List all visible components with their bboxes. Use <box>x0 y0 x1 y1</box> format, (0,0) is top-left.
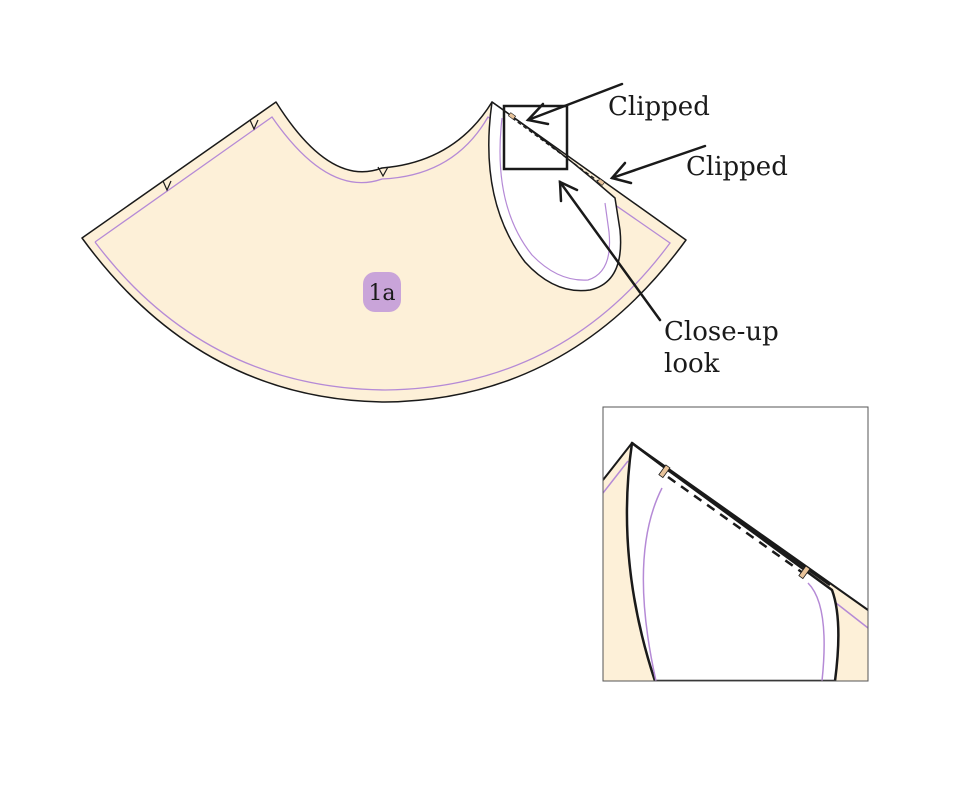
arrow-closeup <box>558 179 662 322</box>
arrow-clipped-top <box>525 82 624 126</box>
pocket-seam-line <box>499 117 611 281</box>
piece-badge <box>363 272 401 312</box>
closeup-inset <box>602 406 869 682</box>
clip-mark <box>507 112 517 120</box>
notch-mark <box>162 180 172 192</box>
piece-badge-label: 1a <box>368 281 395 306</box>
closeup-indicator-box <box>502 104 569 171</box>
closeup-clip-mark <box>798 565 811 580</box>
seam-allowance-line <box>94 116 671 391</box>
closeup-fold-line-dashed <box>667 475 804 575</box>
clip-mark <box>596 178 606 186</box>
label-closeup-line2: look <box>664 349 720 379</box>
closeup-seam-line <box>835 602 868 629</box>
closeup-clip-mark <box>658 464 671 479</box>
closeup-inset-frame <box>602 406 869 682</box>
closeup-pocket-seam <box>807 582 825 681</box>
label-closeup-line1: Close-up <box>664 317 779 347</box>
notch-mark <box>377 166 389 178</box>
label-clipped-top: Clipped <box>608 92 710 122</box>
closeup-seam-line <box>603 460 629 494</box>
arrow-clipped-lower <box>609 144 707 185</box>
fold-line-dashed <box>511 117 603 185</box>
notch-mark <box>249 119 259 131</box>
closeup-pocket-seam <box>642 487 663 681</box>
closeup-pocket-cutout <box>625 441 840 681</box>
pocket-cutout <box>488 101 622 292</box>
label-clipped-lower: Clipped <box>686 152 788 182</box>
